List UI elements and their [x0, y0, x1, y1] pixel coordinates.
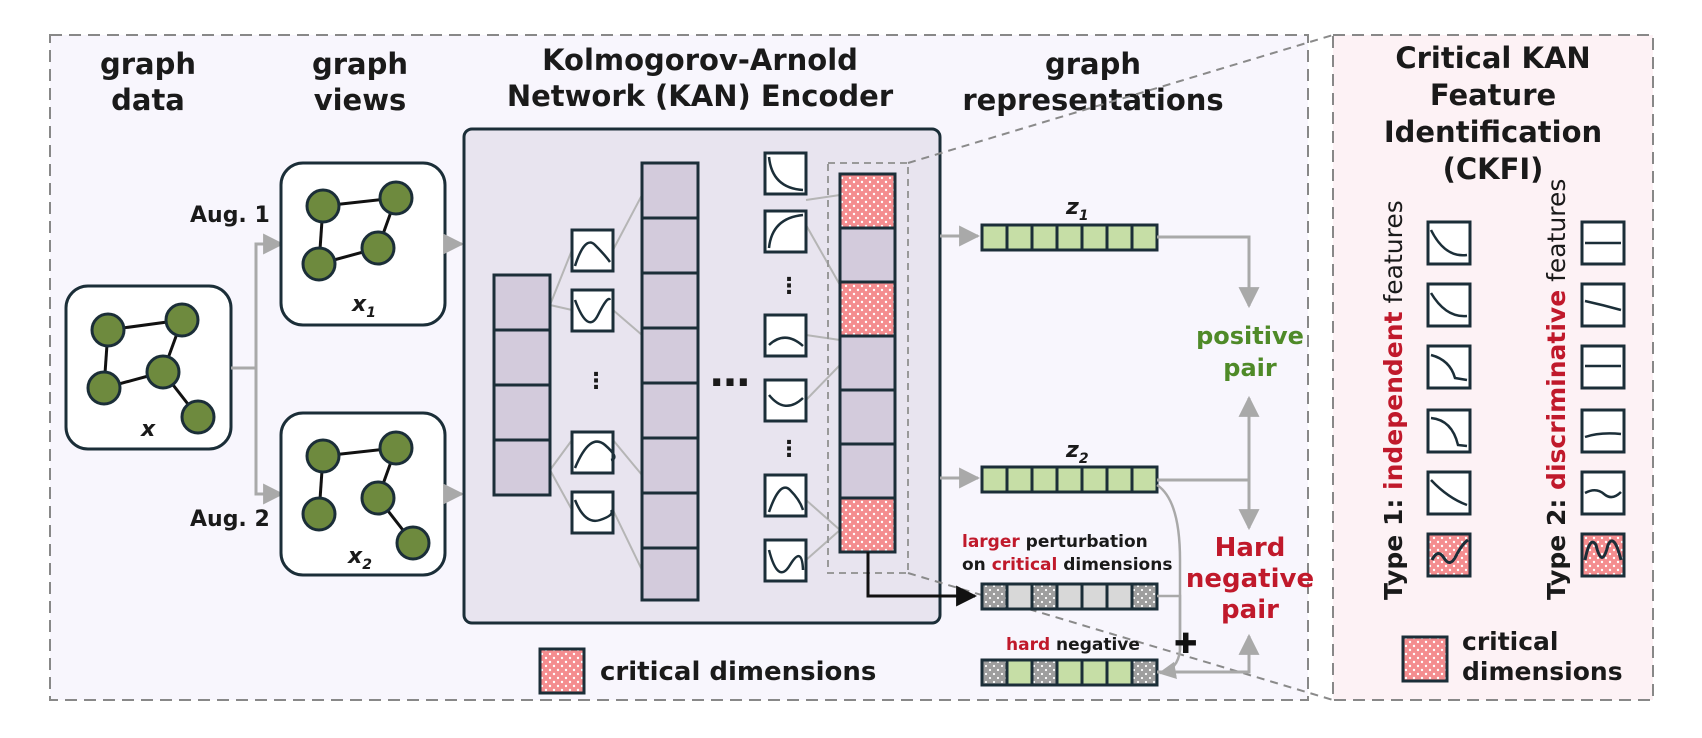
augmentation-arrows: [231, 233, 285, 505]
vdots-col2b: ⋮: [778, 437, 800, 462]
kan-output-layer: [838, 172, 897, 554]
encoder-input-arrows: [443, 233, 465, 505]
graph-view-2: x2: [279, 411, 447, 577]
vdots-col2a: ⋮: [778, 274, 800, 299]
representation-z2: [980, 465, 1159, 494]
label-aug1: Aug. 1: [190, 203, 270, 228]
combination-arrows: [1156, 483, 1182, 680]
legend-critical-swatch: [538, 647, 586, 695]
pair-arrows: [1157, 235, 1260, 674]
hard-negative-label: hard negative: [1006, 635, 1140, 655]
legend-critical-label: critical dimensions: [600, 657, 876, 687]
critical-perturbation-arrow: [866, 552, 978, 607]
horizontal-dots: …: [710, 350, 750, 396]
vdots-col1: ⋮: [585, 369, 607, 394]
label-z2: z2: [1065, 438, 1089, 467]
type1-curves: [1429, 229, 1469, 564]
label-x2: x2: [347, 544, 372, 573]
label-x1: x1: [351, 292, 376, 321]
label-aug2: Aug. 2: [190, 507, 270, 532]
type2-curves: [1583, 241, 1623, 561]
representation-z1: [980, 223, 1159, 252]
spline-curves-2: [767, 156, 805, 574]
plus-sign: ✚: [1174, 627, 1197, 660]
kan-connections: [549, 194, 841, 571]
original-graph: x: [64, 284, 233, 451]
label-z1: z1: [1065, 195, 1089, 224]
graph-view-1: x1: [279, 161, 447, 327]
zoom-lines: [907, 34, 1334, 701]
type1-features: [1426, 220, 1472, 578]
ckfi-legend-swatch: [1401, 635, 1449, 683]
kan-activation-column-2: [763, 151, 808, 583]
perturbation-label: larger perturbation: [962, 532, 1148, 552]
encoder-output-arrows: [940, 225, 981, 489]
hard-negative-vector: [980, 658, 1159, 687]
label-x: x: [140, 417, 156, 442]
type2-label: Type 2: discriminative features: [1542, 179, 1571, 600]
kan-hidden-layer: [640, 161, 700, 602]
spline-curves-1: [573, 241, 616, 523]
kan-input-layer: [492, 273, 552, 497]
type1-label: Type 1: independent features: [1379, 200, 1408, 600]
perturbation-label-2: on critical dimensions: [962, 555, 1172, 575]
perturbed-vector: [980, 582, 1159, 611]
